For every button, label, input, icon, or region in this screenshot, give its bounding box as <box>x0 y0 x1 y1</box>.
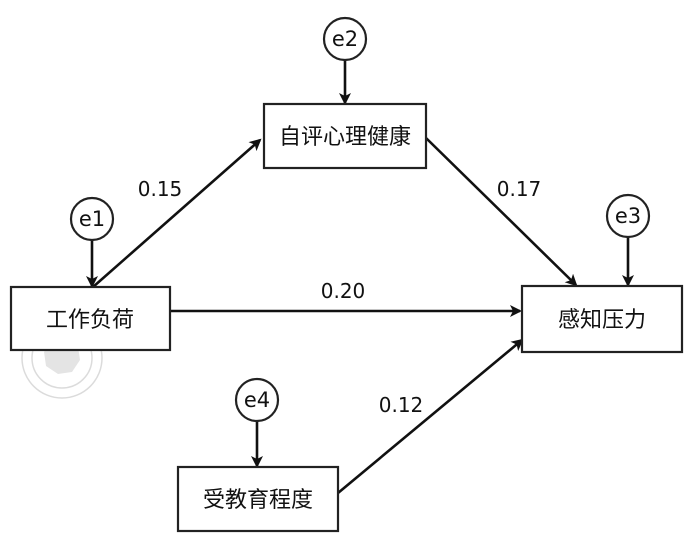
edge-workload-to-health <box>92 138 262 288</box>
error-e3: e3 <box>605 193 651 239</box>
coef-health-to-stress: 0.17 <box>497 177 542 201</box>
coef-education-to-stress: 0.12 <box>379 393 424 417</box>
coef-workload-to-stress: 0.20 <box>321 279 366 303</box>
node-stress: 感知压力 <box>520 284 684 354</box>
node-health-label: 自评心理健康 <box>279 125 411 150</box>
error-e3-label: e3 <box>615 204 641 228</box>
edge-health-to-stress <box>425 137 578 287</box>
edge-education-to-stress <box>337 338 524 494</box>
node-stress-label: 感知压力 <box>558 308 646 333</box>
error-e4: e4 <box>234 377 280 423</box>
error-e1-label: e1 <box>79 207 105 231</box>
node-health: 自评心理健康 <box>262 102 428 170</box>
error-e2-label: e2 <box>332 27 358 51</box>
error-e4-label: e4 <box>244 388 270 412</box>
node-education-label: 受教育程度 <box>203 488 313 513</box>
node-education: 受教育程度 <box>176 465 340 533</box>
error-e1: e1 <box>69 196 115 242</box>
node-workload-label: 工作负荷 <box>46 308 134 333</box>
coef-workload-to-health: 0.15 <box>138 177 183 201</box>
error-e2: e2 <box>322 16 368 62</box>
node-workload: 工作负荷 <box>9 285 172 352</box>
